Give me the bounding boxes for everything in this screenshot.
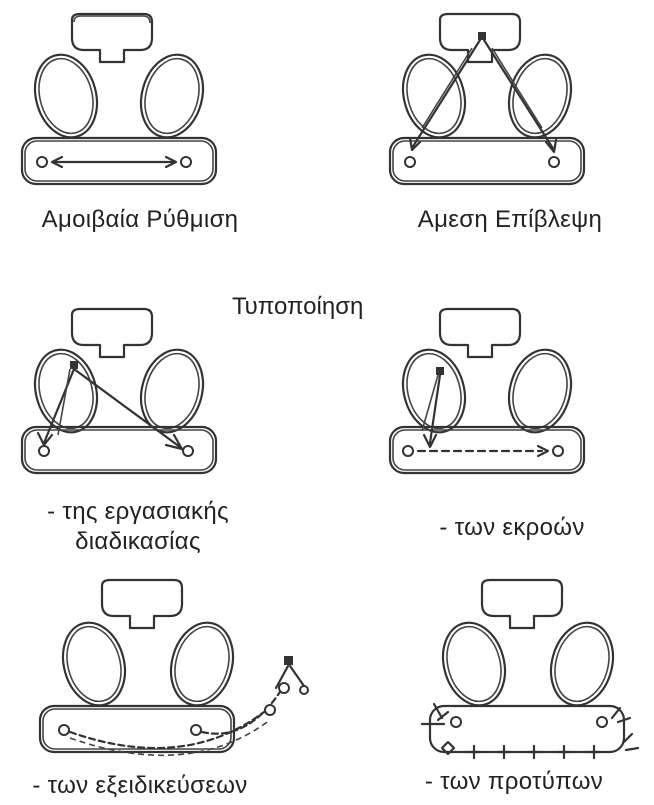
diagram-mutual-adjustment <box>14 10 234 200</box>
organization-figure <box>412 572 652 772</box>
organization-figure <box>14 10 234 200</box>
organization-figure <box>382 305 602 495</box>
caption-mutual-adjustment: Αμοιβαία Ρύθμιση <box>10 206 270 234</box>
organization-figure <box>382 10 602 200</box>
caption-outputs: - των εκροών <box>382 514 642 542</box>
caption-direct-supervision: Αμεση Επίβλεψη <box>380 206 640 234</box>
caption-work-process-2: διαδικασίας <box>8 528 268 556</box>
diagram-direct-supervision <box>382 10 602 200</box>
diagram-outputs <box>382 305 602 495</box>
caption-skills: - των εξειδικεύσεων <box>10 772 270 800</box>
caption-work-process-1: - της εργασιακής <box>8 498 268 526</box>
caption-norms: - των προτύπων <box>384 768 644 796</box>
organization-figure <box>14 572 334 772</box>
heading-standardization: Τυποποίηση <box>232 293 363 321</box>
organization-figure <box>14 305 234 495</box>
norm-markers <box>422 704 638 758</box>
diagram-norms <box>412 572 652 772</box>
diagram-work-process <box>14 305 234 495</box>
diagram-skills <box>14 572 334 772</box>
